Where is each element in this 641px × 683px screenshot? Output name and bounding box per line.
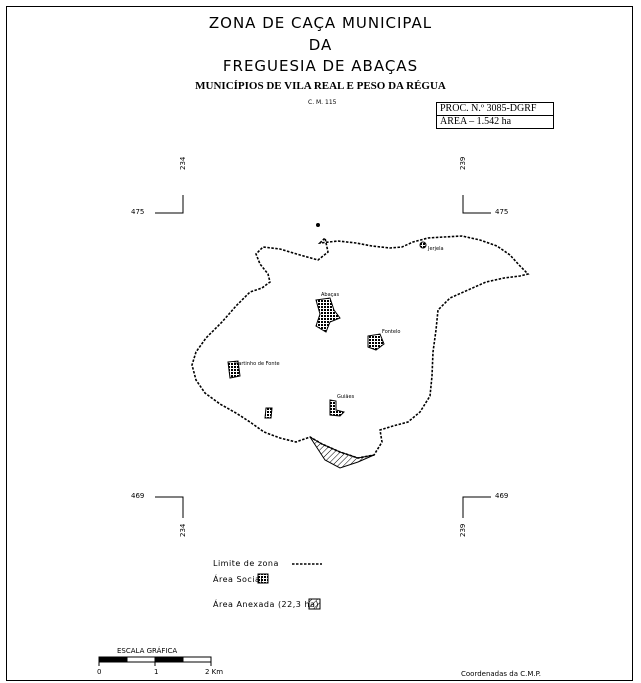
scale-tick-2: 2 Km — [205, 668, 224, 676]
social-area-small — [264, 407, 273, 419]
coordinate-mark-bottom-left — [155, 496, 184, 518]
sheet-label: C. M. 115 — [308, 99, 337, 106]
coord-bottom-right-y: 469 — [495, 492, 509, 500]
place-abacas: Abaças — [321, 292, 340, 298]
legend-social-label: Área Social — [213, 575, 264, 584]
social-area-jerjela — [419, 241, 427, 249]
coord-top-left-x: 234 — [179, 156, 187, 170]
coordinate-mark-bottom-right — [462, 496, 491, 518]
coordinates-note: Coordenadas da C.M.P. — [461, 670, 541, 678]
social-area-martinho — [227, 360, 241, 379]
scale-bar — [98, 656, 212, 666]
area-value: ÁREA – 1.542 ha — [437, 115, 553, 128]
annexed-area — [309, 436, 375, 469]
map-title-line2: DA — [308, 36, 333, 54]
scale-title: ESCALA GRÁFICA — [117, 647, 178, 655]
map-frame — [6, 6, 633, 681]
scale-tick-0: 0 — [97, 668, 102, 676]
locator-dot — [316, 223, 320, 227]
coord-top-right-y: 475 — [495, 208, 509, 216]
social-area-fontelo — [367, 333, 385, 351]
coord-bottom-left-x: 234 — [179, 523, 187, 537]
process-box: PROC. N.º 3085-DGRF ÁREA – 1.542 ha — [436, 102, 554, 129]
place-jerjela: Jerjela — [428, 246, 444, 252]
social-area-guiaes — [329, 399, 345, 417]
coordinate-mark-top-right — [462, 195, 491, 214]
place-fontelo: Fontelo — [382, 329, 401, 335]
process-number: PROC. N.º 3085-DGRF — [440, 103, 537, 114]
coord-bottom-left-y: 469 — [131, 492, 145, 500]
coordinate-mark-top-left — [155, 195, 184, 214]
legend-social-symbol — [257, 573, 269, 584]
place-guiaes: Guiães — [337, 394, 355, 400]
legend-annexed-symbol — [308, 598, 321, 610]
legend-annexed-label: Área Anexada (22,3 ha) — [213, 600, 320, 609]
map-title-line3: FREGUESIA DE ABAÇAS — [222, 57, 419, 75]
coord-bottom-right-x: 239 — [459, 523, 467, 537]
municipalities-subtitle: MUNICÍPIOS DE VILA REAL E PESO DA RÉGUA — [195, 80, 446, 92]
coord-top-right-x: 239 — [459, 156, 467, 170]
place-martinho: Martinho de Fonte — [234, 361, 280, 367]
zone-boundary — [191, 235, 530, 459]
scale-tick-1: 1 — [154, 668, 159, 676]
coord-top-left-y: 475 — [131, 208, 145, 216]
social-area-abacas — [315, 297, 341, 333]
map-title-line1: ZONA DE CAÇA MUNICIPAL — [208, 14, 433, 32]
legend-limit-label: Limite de zona — [213, 559, 279, 568]
